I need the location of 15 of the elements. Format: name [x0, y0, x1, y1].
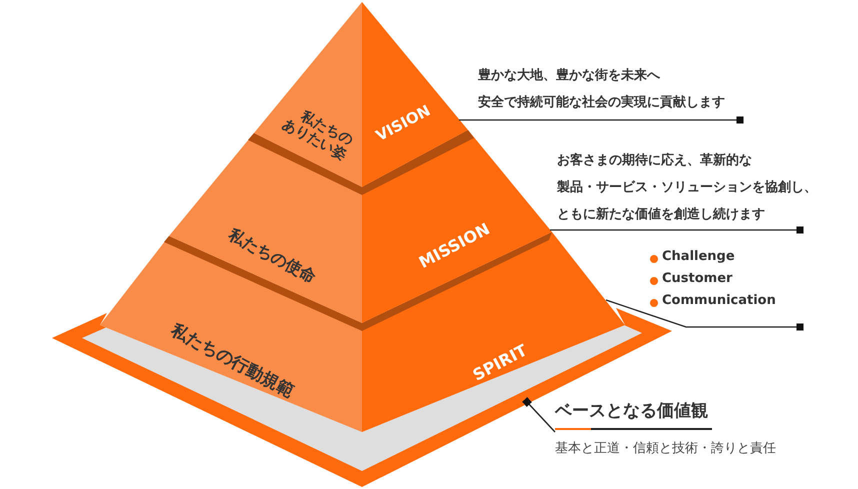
tier-label: 私たちの使命 [225, 225, 319, 287]
value-item: Customer [662, 272, 732, 287]
description-text: お客さまの期待に応え、革新的な製品・サービス・ソリューションを協創し、ともに新たな価値を創造し続けます [557, 152, 818, 224]
pyramid-tier [254, 2, 468, 187]
connector-line [459, 116, 744, 124]
heading: ベースとなる価値観 [555, 402, 712, 430]
leader-line [522, 397, 556, 432]
tier-label: 私たちのありたい姿 [279, 107, 356, 164]
description-text: 豊かな大地、豊かな街を未来へ安全で持続可能な社会の実現に貢献します [478, 67, 726, 112]
tier-label: 私たちの行動規範 [167, 321, 297, 403]
value-item: Communication [662, 294, 776, 309]
value-item: Challenge [662, 250, 735, 265]
connector-line [606, 299, 804, 330]
connector-line [550, 226, 804, 234]
description-text: 基本と正道・信頼と技術・誇りと責任 [555, 442, 776, 457]
